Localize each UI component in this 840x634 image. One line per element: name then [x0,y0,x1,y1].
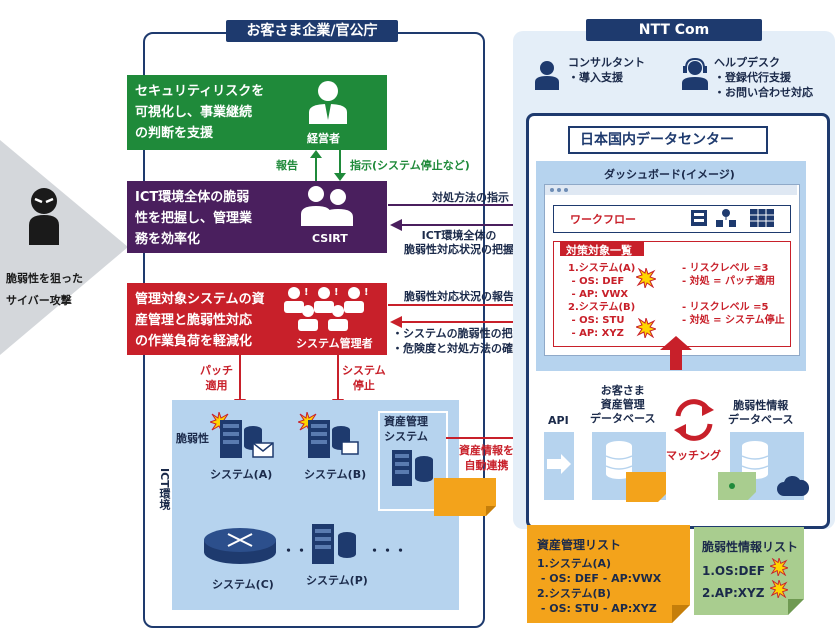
csirt-icon [301,186,353,226]
window-dot-3 [564,188,568,192]
attacker-icon [29,188,59,245]
window-dot-1 [550,188,554,192]
report-status-label: 脆弱性対応状況の報告 [404,290,514,303]
attack-chevron [0,140,128,355]
grasp-label: ICT環境全体の 脆弱性対応状況の把握 [404,229,514,256]
window-dot-2 [557,188,561,192]
admin-box-text: 管理対象システムの資 産管理と脆弱性対応 の作業負荷を軽減化 [135,292,265,349]
api-label: API [548,414,569,427]
asset-db-note [626,472,666,502]
target-list-header [560,241,644,256]
workflow-label: ワークフロー [570,213,636,226]
datacenter-header: 日本国内データセンター [580,132,734,148]
target-right-lines: - リスクレベル =3 - 対処 = パッチ適用 - リスクレベル =5 - 対… [682,263,785,326]
admin-role: システム管理者 [296,337,373,350]
asset-server-icon [392,450,433,486]
vuln-db-icon [741,441,769,479]
vuln-list-title: 脆弱性情報リスト [702,540,799,554]
dots-left: ・・・ [282,544,322,559]
executive-icon [309,81,347,124]
check-bullets: ・システムの脆弱性の把握 ・危険度と対処方法の確認 [392,327,524,355]
dots-right: ・・・ [368,544,408,559]
exec-box-text: セキュリティリスクを 可視化し、事業継続 の判断を支援 [135,84,265,141]
burst-icon-4 [770,580,788,598]
asset-db-icon [605,441,633,479]
ict-label: ICT環境 [158,468,171,510]
asset-list-lines: 1.システム(A) - OS: DEF - AP:VWX 2.システム(B) -… [537,557,662,615]
asset-list-title: 資産管理リスト [537,538,622,552]
ntt-header: NTT Com [586,19,762,41]
dashboard-title: ダッシュボード(イメージ) [604,168,735,181]
asset-db-label: お客さま 資産管理 データベース [590,384,656,425]
patch-label: パッチ 適用 [200,364,233,392]
vuln-db-note [718,472,756,500]
asset-list-note-bg [527,525,690,623]
datacenter-header-box [568,126,768,154]
workflow-icons [691,209,774,227]
exec-role: 経営者 [307,132,340,145]
asset-note-small [434,478,496,516]
target-left-lines: 1.システム(A) - OS: DEF - AP: VWX 2.システム(B) … [568,263,636,339]
asset-system-label: 資産管理 システム [384,415,428,443]
svg-text:!: ! [364,287,369,298]
csirt-box-text: ICT環境全体の脆弱 性を把握し、管理業 務を効率化 [135,190,253,247]
target-list-title: 対策対象一覧 [566,244,632,257]
cloud-icon [777,475,810,496]
server-b-icon [298,412,359,458]
burst-icon-3 [770,558,788,576]
burst-icon-2 [636,318,656,338]
attack-label: 脆弱性を狙った サイバー攻撃 [6,272,83,307]
window-titlebar [545,185,797,195]
system-p-label: システム(P) [306,574,368,587]
vuln-label: 脆弱性 [176,432,209,445]
admin-box: 管理対象システムの資 産管理と脆弱性対応 の作業負荷を軽減化 [127,283,387,355]
stop-label: システム 停止 [342,364,386,392]
helpdesk-label: ヘルプデスク ・登録代行支援 ・お問い合わせ対応 [714,56,813,99]
auto-link-label: 資産情報を 自動連携 [459,444,514,472]
headset-icon [682,58,708,90]
api-arrow-icon [547,454,571,474]
csirt-role: CSIRT [312,232,348,245]
system-a-label: システム(A) [210,468,273,481]
report-label: 報告 [276,159,298,172]
router-c-icon [204,528,276,564]
matching-label: マッチング [666,449,721,462]
system-b-label: システム(B) [304,468,367,481]
svg-text:!: ! [334,287,339,298]
target-list-box [553,241,791,347]
matching-icon [674,399,714,441]
system-c-label: システム(C) [212,578,274,591]
up-arrow [660,336,692,370]
instruct-label: 指示(システム停止など) [350,159,470,172]
burst-icon-1 [636,268,656,288]
instruction-label: 対処方法の指示 [432,191,509,204]
admin-icon: ! ! ! [284,287,369,331]
vuln-db-label: 脆弱性情報 データベース [728,399,794,426]
report-instruct-arrows [310,150,346,181]
server-p-icon [312,524,356,564]
customer-header: お客さま企業/官公庁 [226,20,398,42]
consultant-label: コンサルタント ・導入支援 [568,56,645,84]
mail-icon [252,442,274,458]
svg-text:!: ! [304,287,309,298]
vuln-list-lines: 1.OS:DEF 2.AP:XYZ [702,564,765,600]
consultant-icon [535,61,559,90]
